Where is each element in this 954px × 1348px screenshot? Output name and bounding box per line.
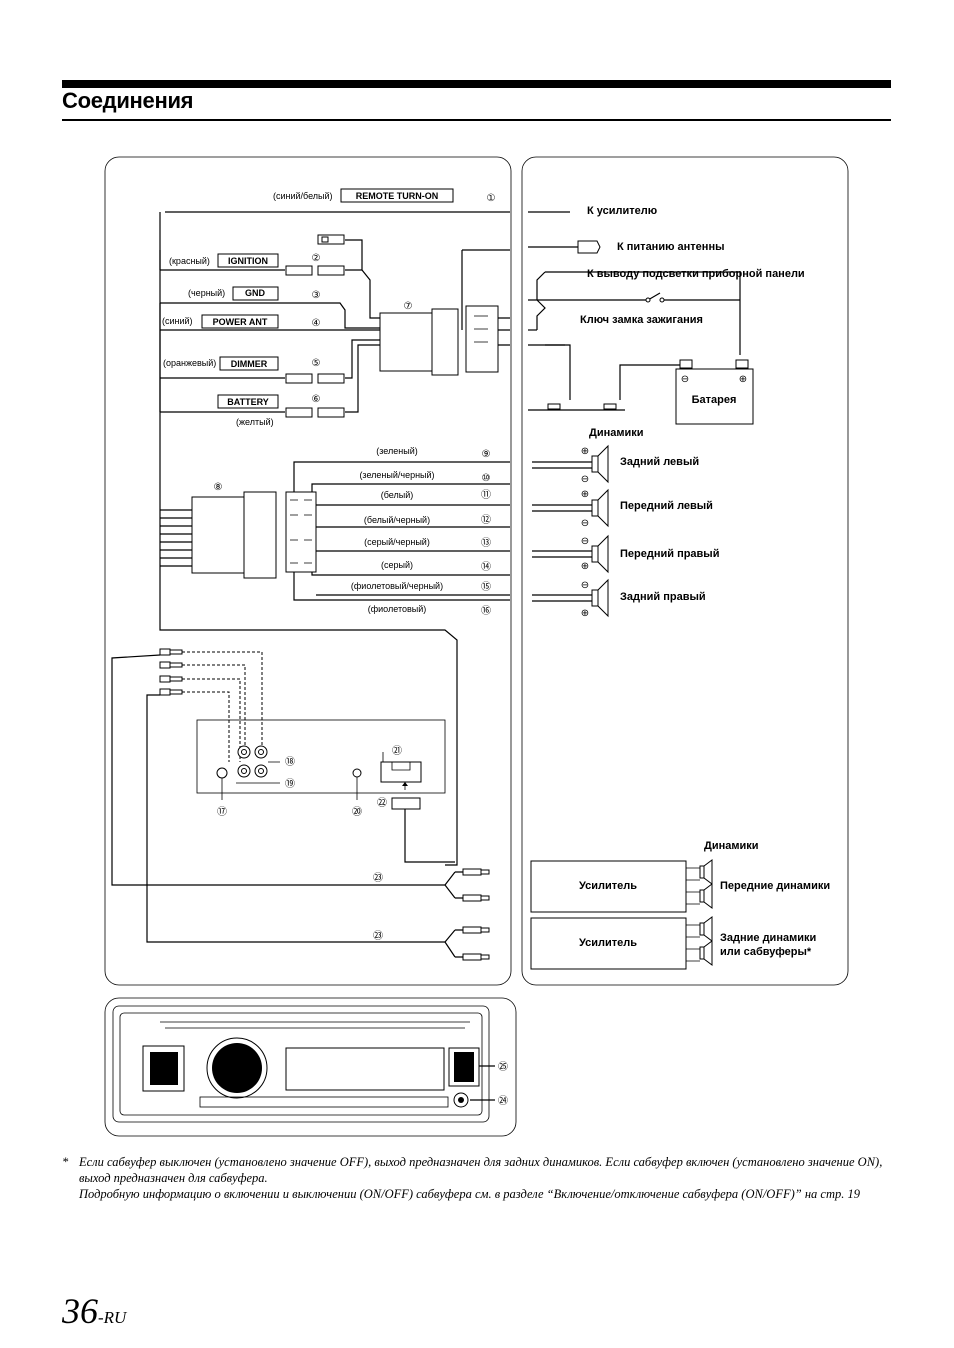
- wire5-color: (оранжевый): [163, 358, 216, 368]
- amp1-label: Усилитель: [579, 880, 637, 892]
- svg-text:⑨: ⑨: [482, 449, 491, 460]
- speaker-label: Передний правый: [620, 548, 719, 560]
- ignition-key-label: Ключ замка зажигания: [580, 314, 703, 326]
- wire1-num: ①: [487, 193, 496, 204]
- to-antenna-label: К питанию антенны: [617, 241, 725, 253]
- rear-speakers-line1: Задние динамики: [720, 932, 816, 944]
- power-wires: [159, 211, 510, 866]
- wire3-label: GND: [245, 288, 266, 298]
- svg-text:⑳: ⑳: [352, 806, 362, 818]
- svg-text:(серый/черный): (серый/черный): [364, 537, 430, 547]
- page-number-value: 36: [62, 1291, 98, 1331]
- wire1-color: (синий/белый): [273, 191, 333, 201]
- svg-text:⑬: ⑬: [481, 537, 491, 549]
- wire4-color: (синий): [162, 316, 193, 326]
- front-panel-frame: [104, 997, 517, 1137]
- amp-speakers-title: Динамики: [704, 840, 759, 852]
- wire4-label: POWER ANT: [213, 317, 268, 327]
- wire5-num: ⑤: [312, 358, 321, 369]
- svg-text:⑪: ⑪: [481, 489, 491, 501]
- svg-text:⑫: ⑫: [481, 514, 491, 526]
- svg-text:(фиолетовый): (фиолетовый): [368, 604, 427, 614]
- front-num-25: ㉕: [498, 1061, 508, 1073]
- title-rule: [62, 119, 891, 121]
- wire2-color: (красный): [169, 256, 210, 266]
- speaker-label: Передний левый: [620, 500, 713, 512]
- svg-text:⊕: ⊕: [581, 561, 589, 572]
- to-amp-label: К усилителю: [587, 205, 657, 217]
- svg-text:⊖: ⊖: [581, 474, 589, 485]
- svg-text:㉑: ㉑: [392, 745, 402, 757]
- svg-text:(зеленый/черный): (зеленый/черный): [359, 470, 434, 480]
- wire6-color: (желтый): [236, 417, 274, 427]
- svg-text:(фиолетовый/черный): (фиолетовый/черный): [351, 581, 443, 591]
- speaker-label: Задний левый: [620, 456, 699, 468]
- svg-text:(серый): (серый): [381, 560, 413, 570]
- inline-connectors: [285, 234, 345, 418]
- front-num-24: ㉔: [498, 1095, 508, 1107]
- battery-plus-icon: ⊕: [739, 374, 747, 385]
- footnote-line1: Если сабвуфер выключен (установлено знач…: [79, 1155, 883, 1185]
- connector7-num: ⑦: [404, 301, 413, 312]
- speaker-wire-labels: ⑧ (зеленый) (зеленый/черный) (белый) (бе…: [214, 446, 491, 617]
- wire5-label: DIMMER: [231, 359, 268, 369]
- wire2-label: IGNITION: [228, 256, 268, 266]
- wire6-num: ⑥: [312, 394, 321, 405]
- front-speakers-label: Передние динамики: [720, 880, 830, 892]
- rca-section: [111, 648, 490, 961]
- to-dimmer-label: К выводу подсветки приборной панели: [587, 268, 805, 280]
- svg-text:⊕: ⊕: [581, 489, 589, 500]
- svg-text:㉒: ㉒: [377, 797, 387, 809]
- svg-text:⑭: ⑭: [481, 561, 491, 573]
- wire6-label: BATTERY: [227, 397, 269, 407]
- svg-text:⑩: ⑩: [482, 473, 491, 484]
- battery-minus-icon: ⊖: [681, 374, 689, 385]
- page-number-suffix: -RU: [98, 1308, 127, 1327]
- svg-text:⊖: ⊖: [581, 518, 589, 529]
- wire3-num: ③: [312, 290, 321, 301]
- footnote-star: *: [62, 1155, 69, 1169]
- svg-text:⑲: ⑲: [285, 778, 295, 790]
- footnote-line2: Подробную информацию о включении и выклю…: [79, 1187, 860, 1201]
- speakers-section: Динамики ⊕ ⊖ ⊕ ⊖ ⊖ ⊕ ⊖ ⊕ Задний левый Передн…: [532, 427, 719, 619]
- footnote: * Если сабвуфер выключен (установлено зн…: [62, 1154, 892, 1202]
- svg-text:(белый): (белый): [381, 490, 414, 500]
- svg-text:⊖: ⊖: [581, 536, 589, 547]
- rear-speakers-line2: или сабвуферы*: [720, 946, 812, 958]
- wire2-num: ②: [312, 253, 321, 264]
- svg-text:㉓: ㉓: [373, 930, 383, 942]
- svg-text:㉓: ㉓: [373, 872, 383, 884]
- speaker-wiring: [160, 461, 510, 601]
- amplifier-section: Динамики Усилитель Усилитель Передние ди…: [530, 840, 830, 970]
- svg-text:⑯: ⑯: [481, 605, 491, 617]
- wire3-color: (черный): [188, 288, 225, 298]
- svg-text:(белый/черный): (белый/черный): [364, 515, 430, 525]
- page-title: Соединения: [62, 88, 194, 113]
- head-unit-front: ㉕ ㉔: [112, 1005, 508, 1123]
- svg-text:⑮: ⑮: [481, 581, 491, 593]
- speakers-title: Динамики: [589, 427, 644, 439]
- amp2-label: Усилитель: [579, 937, 637, 949]
- right-panel-frame: [521, 156, 849, 986]
- wire4-num: ④: [312, 318, 321, 329]
- speaker-label: Задний правый: [620, 591, 706, 603]
- connector-7: [379, 305, 510, 376]
- rear-numbers: ⑰ ⑱ ⑲ ⑳ ㉑ ㉒ ㉓ ㉓: [217, 745, 402, 942]
- svg-text:⊕: ⊕: [581, 608, 589, 619]
- left-panel-frame: [104, 156, 512, 986]
- page-number: 36-RU: [62, 1290, 126, 1332]
- svg-text:⑰: ⑰: [217, 806, 227, 818]
- svg-text:⑱: ⑱: [285, 756, 295, 768]
- wire1-label: REMOTE TURN-ON: [356, 191, 439, 201]
- connector8-num: ⑧: [214, 482, 223, 493]
- title-bar: [62, 80, 891, 88]
- battery-label: Батарея: [692, 394, 737, 406]
- svg-text:⊕: ⊕: [581, 446, 589, 457]
- right-power-section: ⊖ ⊕ Батарея К усилителю К питанию антенн…: [528, 205, 805, 425]
- svg-text:(зеленый): (зеленый): [376, 446, 417, 456]
- power-labels: (синий/белый) REMOTE TURN-ON ① (красный)…: [162, 188, 496, 427]
- svg-text:⊖: ⊖: [581, 580, 589, 591]
